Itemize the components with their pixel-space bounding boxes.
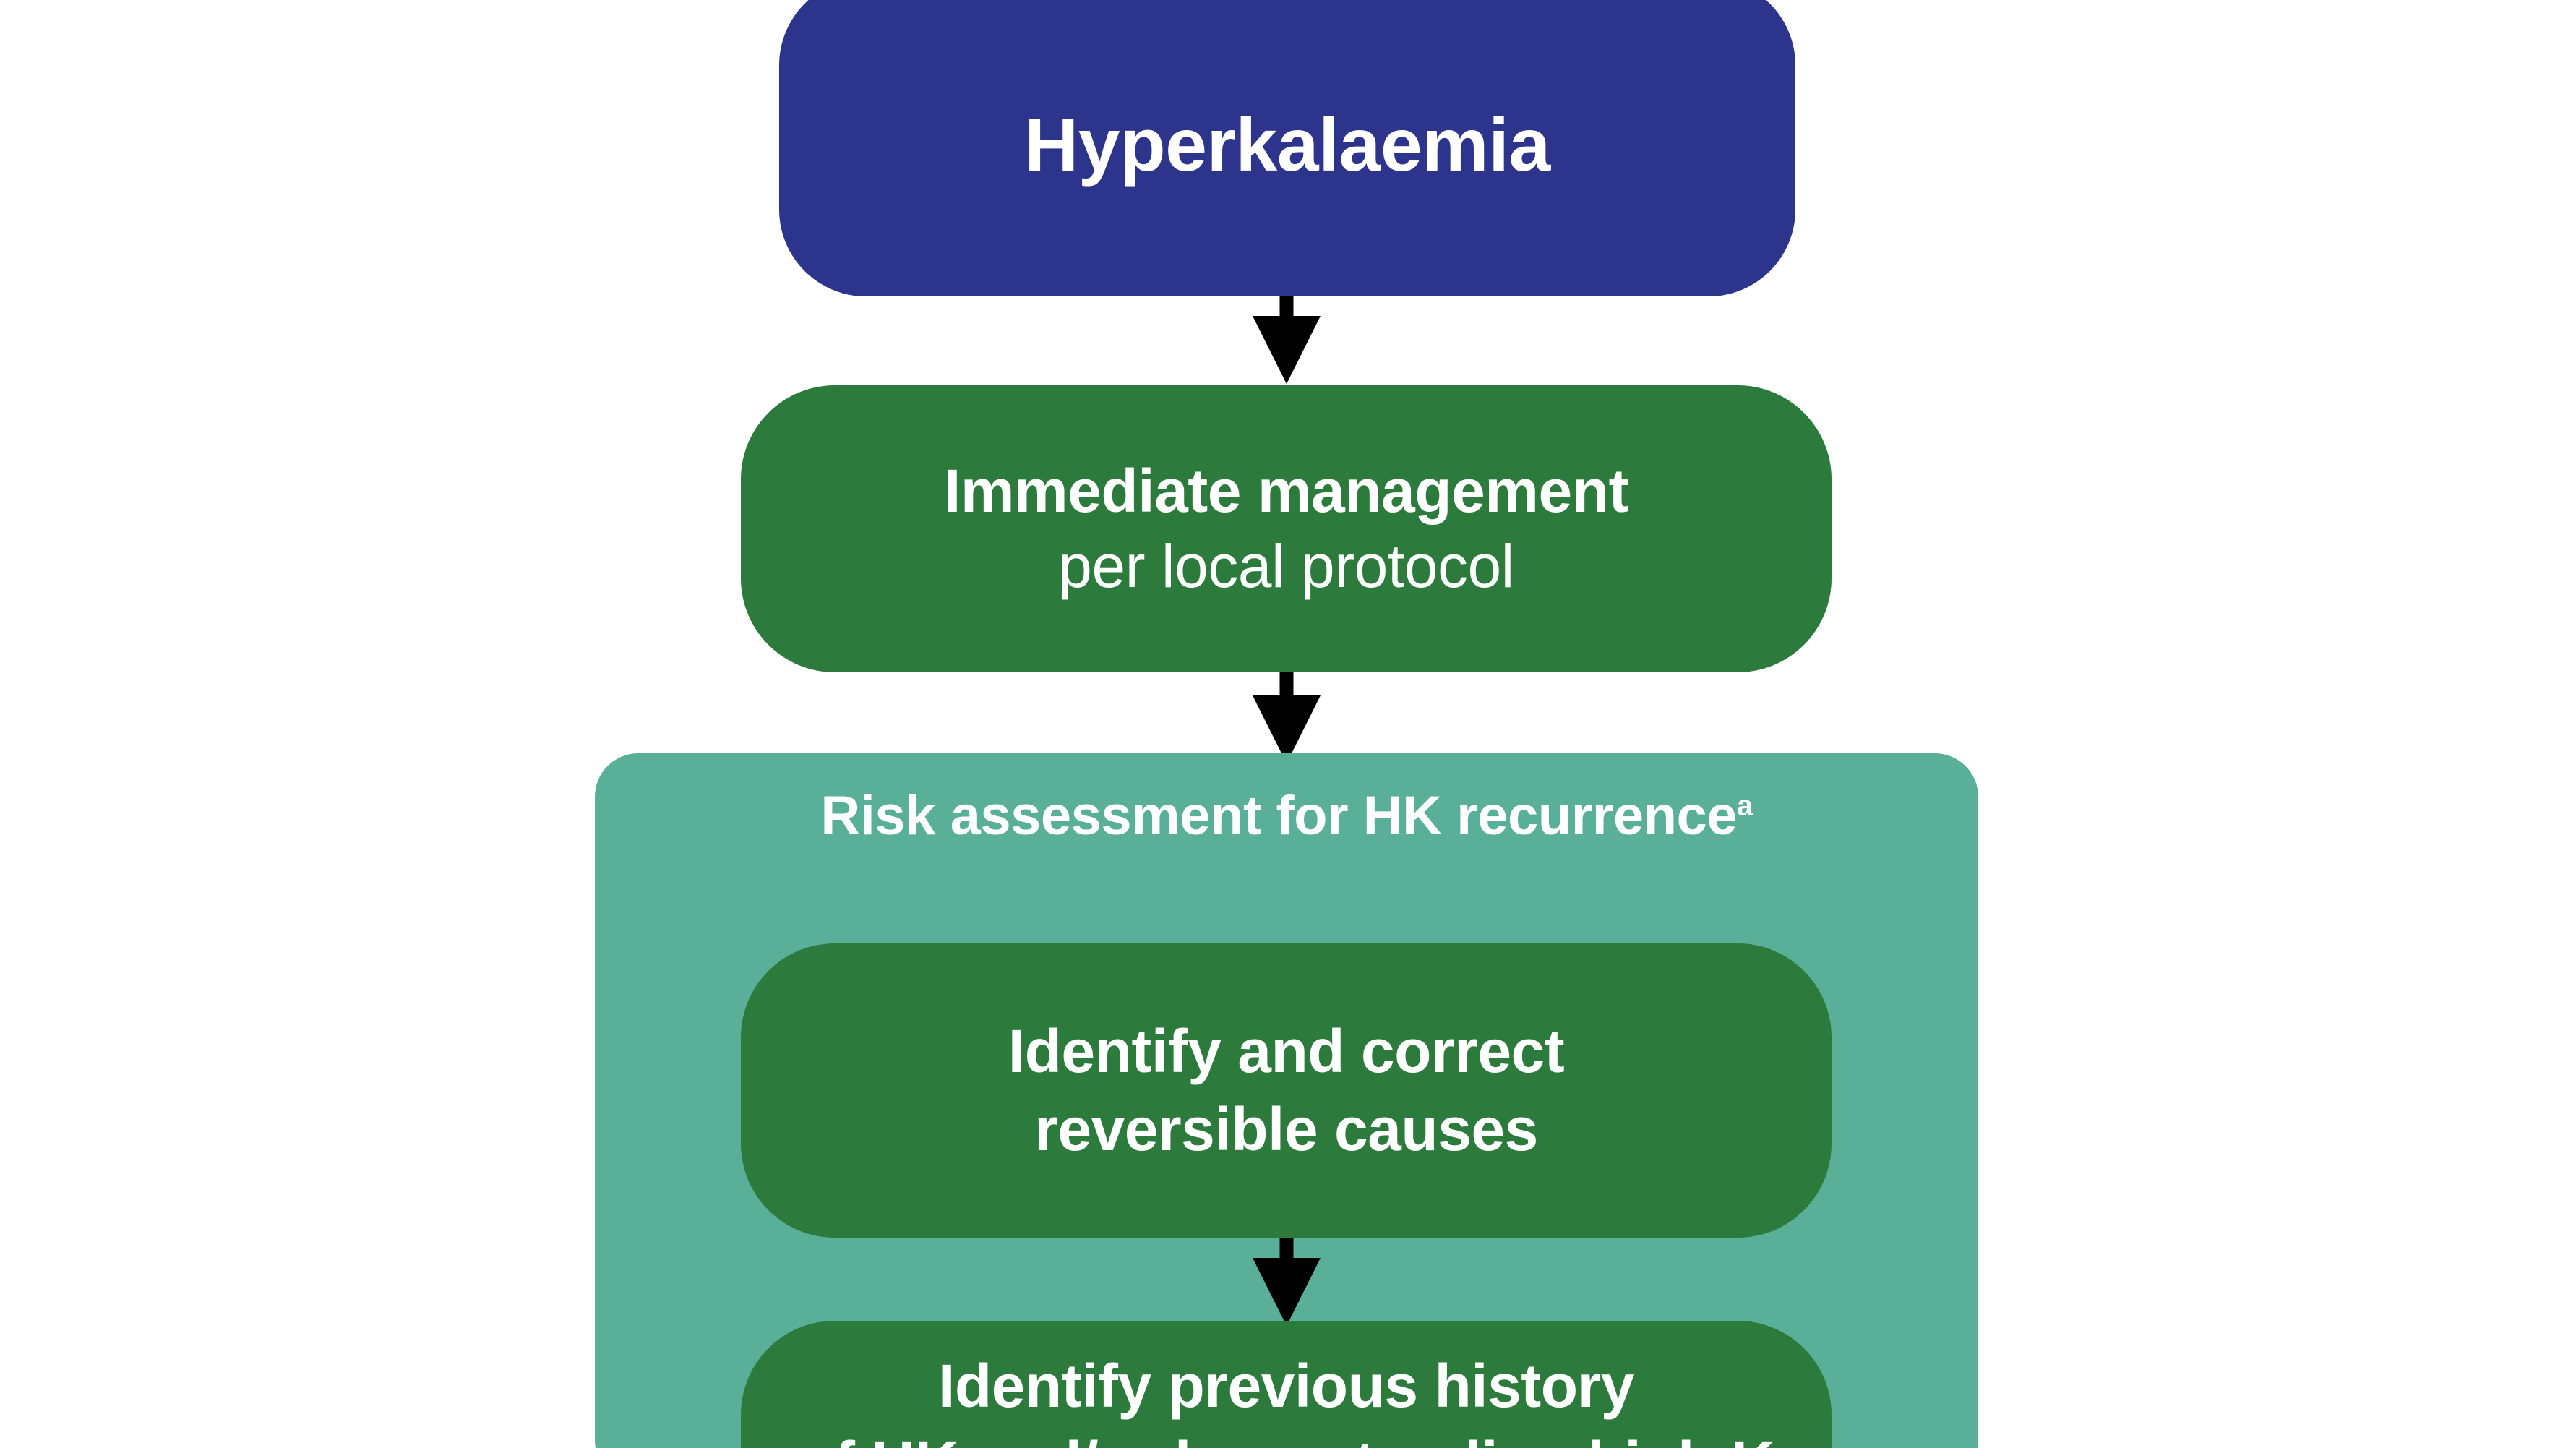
node-hyperkalaemia-label: Hyperkalaemia — [1024, 103, 1550, 187]
node-immediate-management-label-line-2: per local protocol — [1058, 531, 1514, 600]
node-reversible-causes-label-line-2: reversible causes — [1034, 1094, 1538, 1163]
arrow-head-icon — [1253, 316, 1321, 384]
panel-risk-assessment: Risk assessment for HK recurrencea Ident… — [595, 753, 1978, 1448]
risk-assessment-header-text: Risk assessment for HK recurrence — [820, 785, 1738, 847]
arrow-head-icon — [1253, 1258, 1321, 1326]
arrow-head-icon — [1253, 695, 1321, 763]
node-previous-history-label-line-1: Identify previous history — [937, 1352, 1635, 1420]
node-previous-history-label-line-2: of HK and/or long-standing high K — [798, 1428, 1774, 1448]
node-hyperkalaemia: Hyperkalaemia — [779, 0, 1795, 296]
arrow-shaft — [1279, 672, 1294, 701]
risk-assessment-header: Risk assessment for HK recurrencea — [595, 784, 1978, 847]
arrow-shaft — [1279, 1238, 1294, 1264]
risk-assessment-header-footnote-marker: a — [1737, 789, 1753, 822]
node-reversible-causes: Identify and correct reversible causes — [741, 943, 1832, 1238]
node-immediate-management: Immediate management per local protocol — [741, 385, 1832, 672]
node-previous-history: Identify previous history of HK and/or l… — [741, 1321, 1832, 1448]
node-immediate-management-label-line-1: Immediate management — [944, 457, 1628, 526]
node-reversible-causes-label-line-1: Identify and correct — [1008, 1017, 1565, 1086]
arrow-shaft — [1279, 296, 1294, 322]
